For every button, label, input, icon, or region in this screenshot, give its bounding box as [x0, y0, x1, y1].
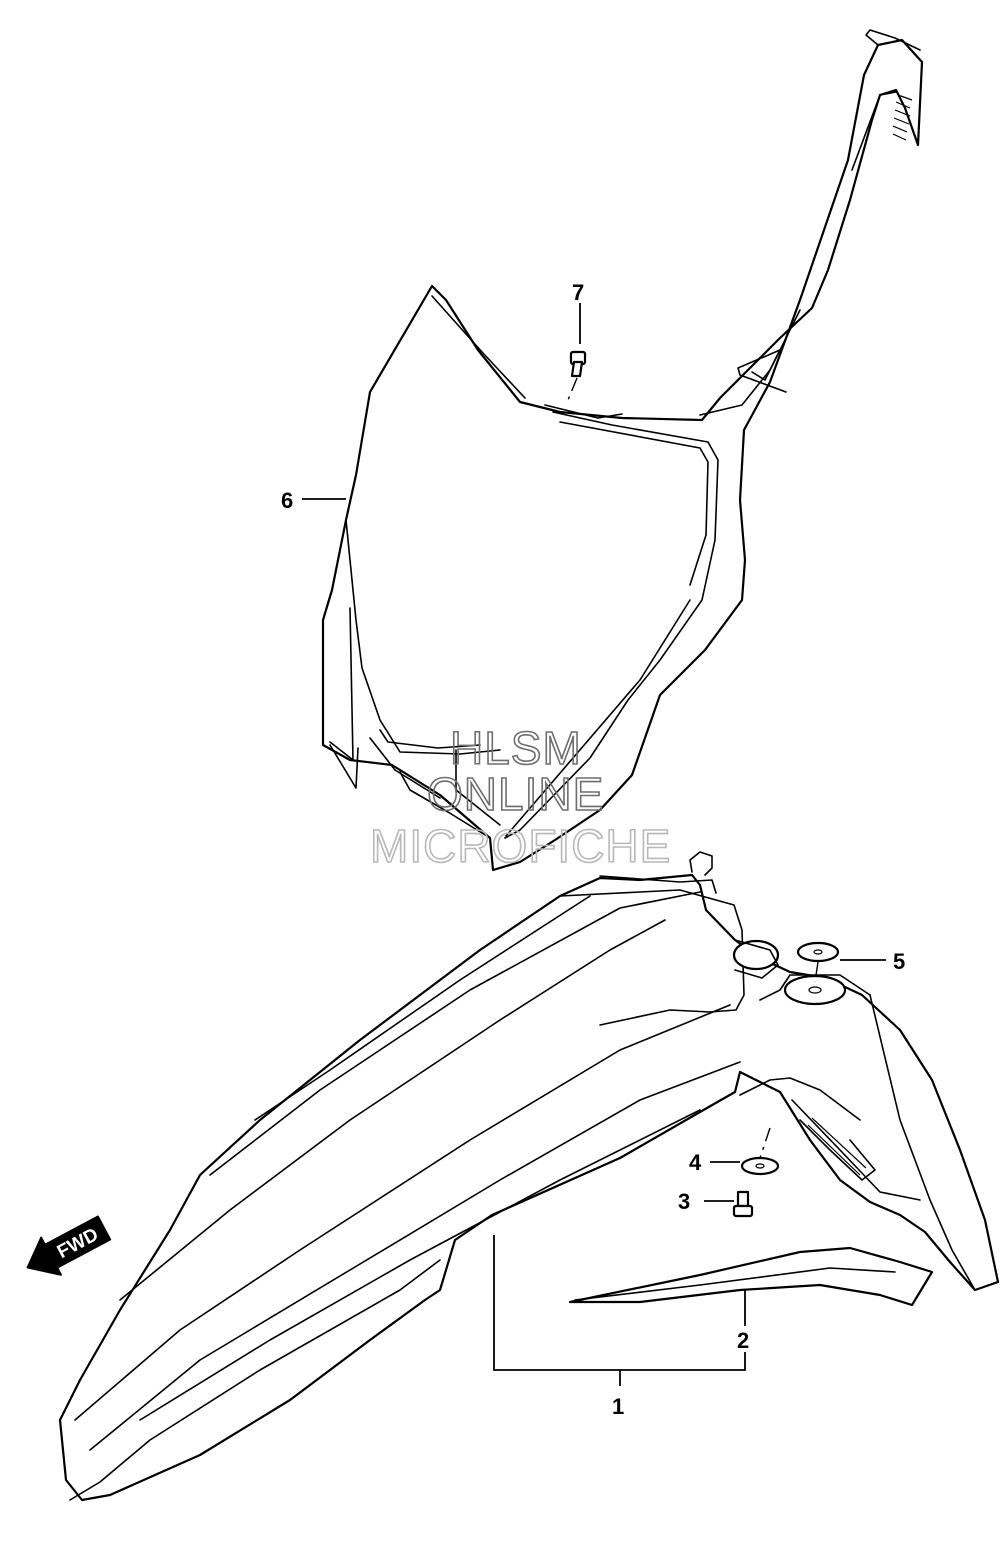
washer-part-4 — [710, 1127, 780, 1176]
callout-4: 4 — [689, 1150, 702, 1175]
bolt-part-7 — [567, 303, 587, 401]
forward-direction-arrow-icon: FWD — [26, 1215, 112, 1276]
callout-3: 3 — [678, 1189, 690, 1214]
callout-6: 6 — [281, 488, 293, 513]
decal-part-2 — [568, 1246, 934, 1307]
watermark-line-3: MICROFICHE — [370, 820, 671, 872]
leader-part-1 — [493, 1235, 746, 1386]
grommet-part-5 — [796, 941, 886, 983]
watermark: HLSM ONLINE MICROFICHE — [369, 721, 671, 873]
watermark-line-1: HLSM — [450, 722, 582, 774]
front-fender-part — [58, 851, 1000, 1502]
bolt-part-3 — [704, 1190, 754, 1218]
callout-5: 5 — [893, 949, 905, 974]
callout-7: 7 — [572, 280, 584, 305]
callout-1: 1 — [612, 1394, 624, 1419]
number-plate-part — [321, 29, 924, 872]
callout-2: 2 — [737, 1328, 749, 1353]
watermark-line-2: ONLINE — [427, 768, 604, 820]
